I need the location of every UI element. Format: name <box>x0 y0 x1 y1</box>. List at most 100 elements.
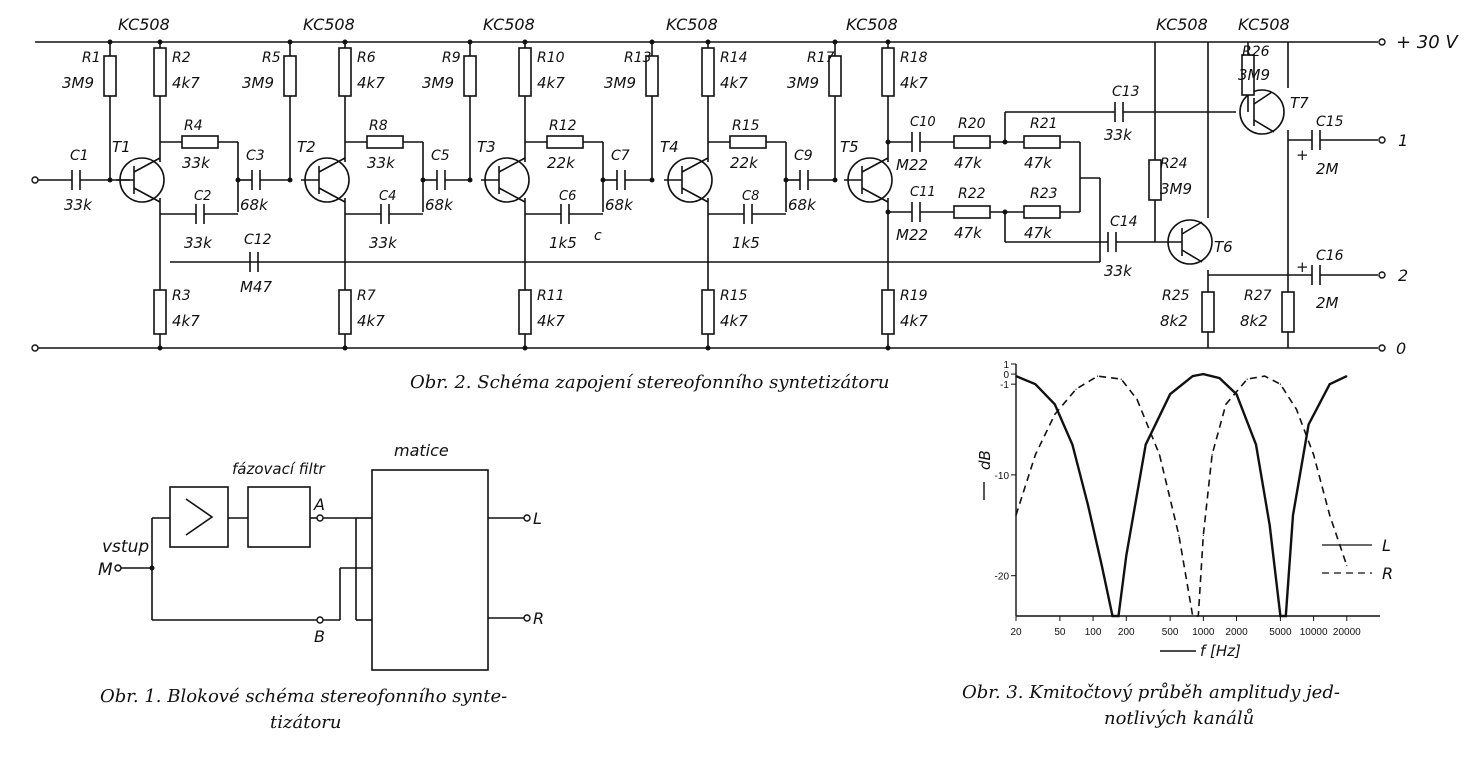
capacitor-value: 33k <box>184 234 213 252</box>
resistor-ref: R14 <box>720 50 748 66</box>
resistor-r1 <box>103 55 117 97</box>
capacitor-ref: C3 <box>246 148 265 164</box>
resistor-value: 4k7 <box>720 74 748 92</box>
capacitor-value: 33k <box>64 196 93 214</box>
resistor-r17 <box>828 55 842 97</box>
output-2-label: 2 <box>1398 266 1408 285</box>
capacitor-value: 33k <box>369 234 398 252</box>
transistor-label-t7: T7 <box>1290 94 1309 112</box>
resistor-ref: R8 <box>369 118 388 134</box>
capacitor-ref: C6 <box>559 189 576 204</box>
capacitor-value: 68k <box>605 196 634 214</box>
resistor-value: 4k7 <box>357 312 385 330</box>
resistor-ref: R22 <box>958 186 986 202</box>
resistor-r14 <box>701 47 715 97</box>
resistor-ref: R7 <box>357 288 376 304</box>
resistor-ref: R5 <box>262 50 281 66</box>
capacitor-value: 1k5 <box>732 234 760 252</box>
resistor-value: 4k7 <box>537 312 565 330</box>
capacitor-value: 2M <box>1316 160 1339 178</box>
resistor-value: 8k2 <box>1160 312 1188 330</box>
resistor-value: 4k7 <box>900 312 928 330</box>
resistor-r24 <box>1148 159 1162 201</box>
resistor-r15-feedback <box>729 135 767 149</box>
resistor-value: 4k7 <box>172 74 200 92</box>
capacitor-ref: C7 <box>611 148 630 164</box>
ground-label: 0 <box>1396 339 1406 358</box>
resistor-r21 <box>1023 135 1061 149</box>
resistor-value: 4k7 <box>172 312 200 330</box>
resistor-r27 <box>1281 291 1295 333</box>
plus-mark: + <box>1296 258 1309 276</box>
transistor-type-label: KC508 <box>666 15 718 34</box>
resistor-ref: R18 <box>900 50 928 66</box>
capacitor-value: 33k <box>1104 126 1133 144</box>
resistor-value: 33k <box>182 154 211 172</box>
resistor-r5 <box>283 55 297 97</box>
resistor-value: 3M9 <box>62 74 94 92</box>
resistor-value: 8k2 <box>1240 312 1268 330</box>
transistor-label-t1: T1 <box>112 138 131 156</box>
resistor-value: 47k <box>1024 224 1053 242</box>
transistor-type-label: KC508 <box>1238 15 1290 34</box>
resistor-ref: R1 <box>82 50 101 66</box>
resistor-ref: R15 <box>720 288 748 304</box>
resistor-ref: R6 <box>357 50 376 66</box>
resistor-r25 <box>1201 291 1215 333</box>
capacitor-ref: C4 <box>379 189 396 204</box>
resistor-value: 22k <box>730 154 759 172</box>
resistor-value: 3M9 <box>242 74 274 92</box>
resistor-r3 <box>153 289 167 335</box>
resistor-value: 33k <box>367 154 396 172</box>
resistor-r23 <box>1023 205 1061 219</box>
resistor-r12-feedback <box>546 135 584 149</box>
resistor-r20 <box>953 135 991 149</box>
resistor-ref: R13 <box>624 50 652 66</box>
capacitor-value: M22 <box>896 156 928 174</box>
capacitor-value: 68k <box>240 196 269 214</box>
capacitor-value: 1k5 <box>549 234 577 252</box>
resistor-r19 <box>881 289 895 335</box>
resistor-ref: R4 <box>184 118 203 134</box>
resistor-r9 <box>463 55 477 97</box>
capacitor-ref: C9 <box>794 148 813 164</box>
capacitor-ref: C1 <box>70 148 89 164</box>
capacitor-value: 68k <box>425 196 454 214</box>
resistor-ref: R15 <box>732 118 760 134</box>
capacitor-value: 33k <box>1104 262 1133 280</box>
transistor-type-label: KC508 <box>303 15 355 34</box>
capacitor-value: M22 <box>896 226 928 244</box>
input-terminal <box>31 176 39 184</box>
resistor-ref: R20 <box>958 116 986 132</box>
resistor-ref: R2 <box>172 50 191 66</box>
resistor-value: 47k <box>954 224 983 242</box>
plus-mark: + <box>1296 146 1309 164</box>
capacitor-ref: C10 <box>910 115 936 130</box>
capacitor-ref: C8 <box>742 189 759 204</box>
resistor-ref: R21 <box>1030 116 1058 132</box>
capacitor-ref: C12 <box>244 232 272 248</box>
resistor-value: 4k7 <box>900 74 928 92</box>
transistor-type-label: KC508 <box>118 15 170 34</box>
resistor-r11 <box>518 289 532 335</box>
transistor-type-label: KC508 <box>846 15 898 34</box>
stray-mark: c <box>594 228 602 244</box>
capacitor-ref: C13 <box>1112 84 1140 100</box>
capacitor-ref: C5 <box>431 148 450 164</box>
transistor-label-t5: T5 <box>840 138 859 156</box>
resistor-ref: R12 <box>549 118 577 134</box>
output-1-label: 1 <box>1398 131 1408 150</box>
capacitor-ref: C14 <box>1110 214 1138 230</box>
resistor-r8-feedback <box>366 135 404 149</box>
transistor-t7 <box>1239 89 1285 135</box>
capacitor-ref: C2 <box>194 189 211 204</box>
resistor-r10 <box>518 47 532 97</box>
resistor-value: 47k <box>1024 154 1053 172</box>
transistor-type-label: KC508 <box>1156 15 1208 34</box>
resistor-value: 47k <box>954 154 983 172</box>
capacitor-ref: C15 <box>1316 114 1344 130</box>
transistor-label-t6: T6 <box>1214 238 1233 256</box>
transistor-type-label: KC508 <box>483 15 535 34</box>
resistor-r15-emitter <box>701 289 715 335</box>
resistor-ref: R24 <box>1160 156 1188 172</box>
